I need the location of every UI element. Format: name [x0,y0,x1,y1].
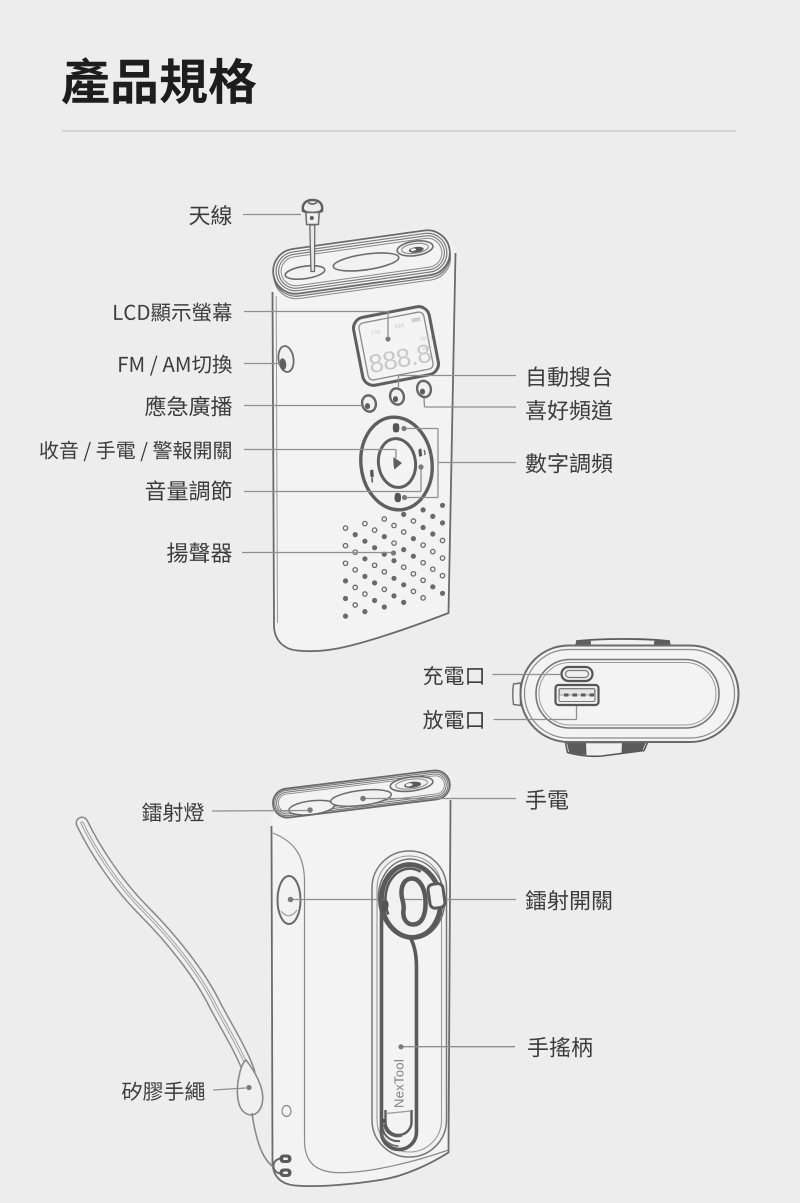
svg-text:AM: AM [394,322,405,331]
svg-text:FM: FM [371,329,382,338]
svg-text:MHz: MHz [420,335,433,343]
svg-text:NexTool: NexTool [392,1059,407,1108]
svg-text:kHz: kHz [422,345,433,353]
